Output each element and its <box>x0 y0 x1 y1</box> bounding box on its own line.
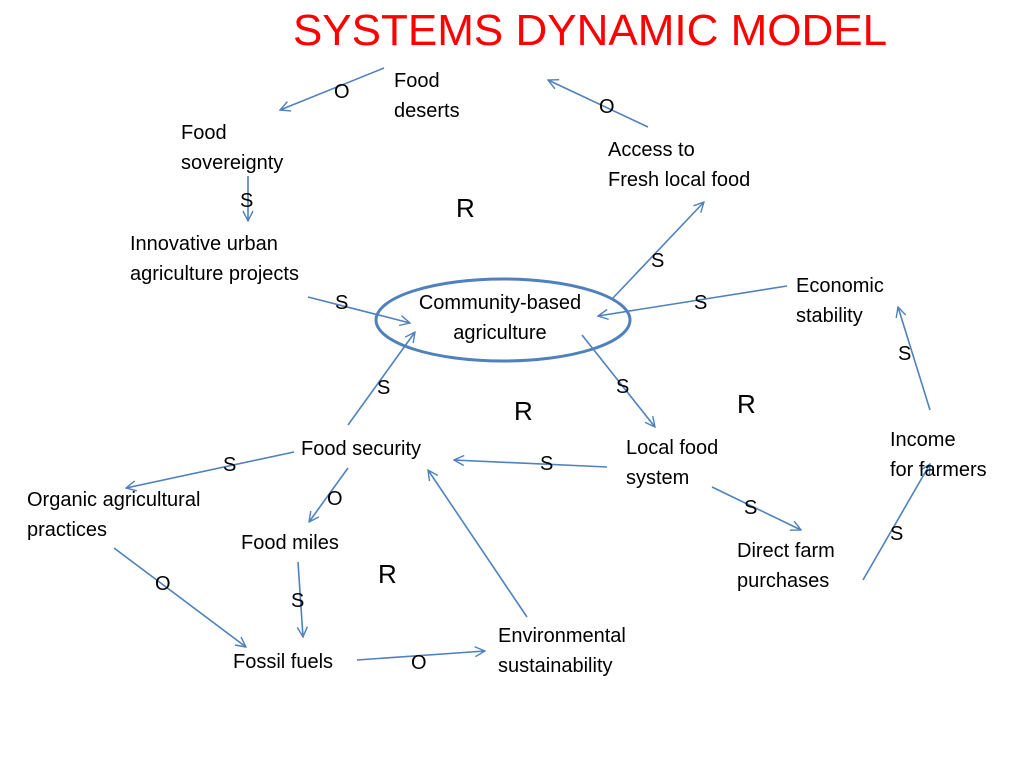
arrow-fossil-fuels-to-environmental <box>356 651 485 661</box>
arrow-organic-to-fossil-fuels <box>113 547 246 647</box>
node-food-security: Food security <box>301 438 422 460</box>
polarity-label: O <box>155 573 171 595</box>
arrow-income-to-economic <box>898 307 931 411</box>
polarity-label: S <box>898 343 912 365</box>
arrow-local-food-to-direct-farm <box>711 486 801 530</box>
polarity-label: S <box>240 190 254 212</box>
loop-label-right: R <box>737 389 756 419</box>
loop-label-bottom: R <box>378 559 397 589</box>
node-organic-agricultural-practices: Organic agricultural practices <box>27 489 201 541</box>
polarity-label: O <box>327 488 343 510</box>
arrow-environmental-to-food-security <box>428 470 528 618</box>
node-access-to-fresh-local-food: Access to Fresh local food <box>608 139 751 191</box>
node-income-for-farmers: Income for farmers <box>890 429 987 481</box>
polarity-label: S <box>890 523 904 545</box>
arrow-food-security-to-organic <box>126 451 295 488</box>
node-local-food-system: Local food system <box>626 437 719 489</box>
node-economic-stability: Economic stability <box>796 275 884 327</box>
polarity-label: S <box>223 454 237 476</box>
arrow-direct-farm-to-income <box>862 464 930 581</box>
polarity-label: O <box>599 96 615 118</box>
node-food-miles: Food miles <box>241 532 339 554</box>
arrow-community-to-access <box>612 202 704 299</box>
arrow-food-security-to-food-miles <box>309 467 349 522</box>
page-title: SYSTEMS DYNAMIC MODEL <box>292 6 888 55</box>
polarity-label: S <box>651 250 665 272</box>
arrow-food-deserts-to-food-sovereignty <box>280 67 385 110</box>
loop-label-top: R <box>456 193 475 223</box>
polarity-label: S <box>291 590 305 612</box>
polarity-label: S <box>694 292 708 314</box>
polarity-label: S <box>335 292 349 314</box>
node-environmental-sustainability: Environmental sustainability <box>498 625 626 677</box>
polarity-label: S <box>540 453 554 475</box>
loop-label-middle: R <box>514 396 533 426</box>
community-based-agriculture-ellipse <box>374 277 632 363</box>
polarity-label: O <box>411 652 427 674</box>
node-innovative-urban-agriculture: Innovative urban agriculture projects <box>130 233 299 285</box>
node-fossil-fuels: Fossil fuels <box>233 651 334 673</box>
arrow-local-food-to-food-security <box>454 460 608 468</box>
arrow-food-security-to-community <box>347 332 415 426</box>
polarity-label: S <box>744 497 758 519</box>
node-community-based-agriculture: Community-based agriculture <box>418 292 582 344</box>
arrow-food-miles-to-fossil-fuels <box>298 561 303 637</box>
arrow-innovative-to-community <box>307 296 410 323</box>
node-direct-farm-purchases: Direct farm purchases <box>737 540 835 592</box>
polarity-label: O <box>334 81 350 103</box>
polarity-label: S <box>616 376 630 398</box>
node-food-sovereignty: Food sovereignty <box>181 122 284 174</box>
polarity-label: S <box>377 377 391 399</box>
node-food-deserts: Food deserts <box>394 70 460 122</box>
arrow-access-to-food-deserts <box>548 80 649 128</box>
arrow-community-to-local-food <box>581 334 655 427</box>
arrow-economic-to-community <box>598 285 788 316</box>
